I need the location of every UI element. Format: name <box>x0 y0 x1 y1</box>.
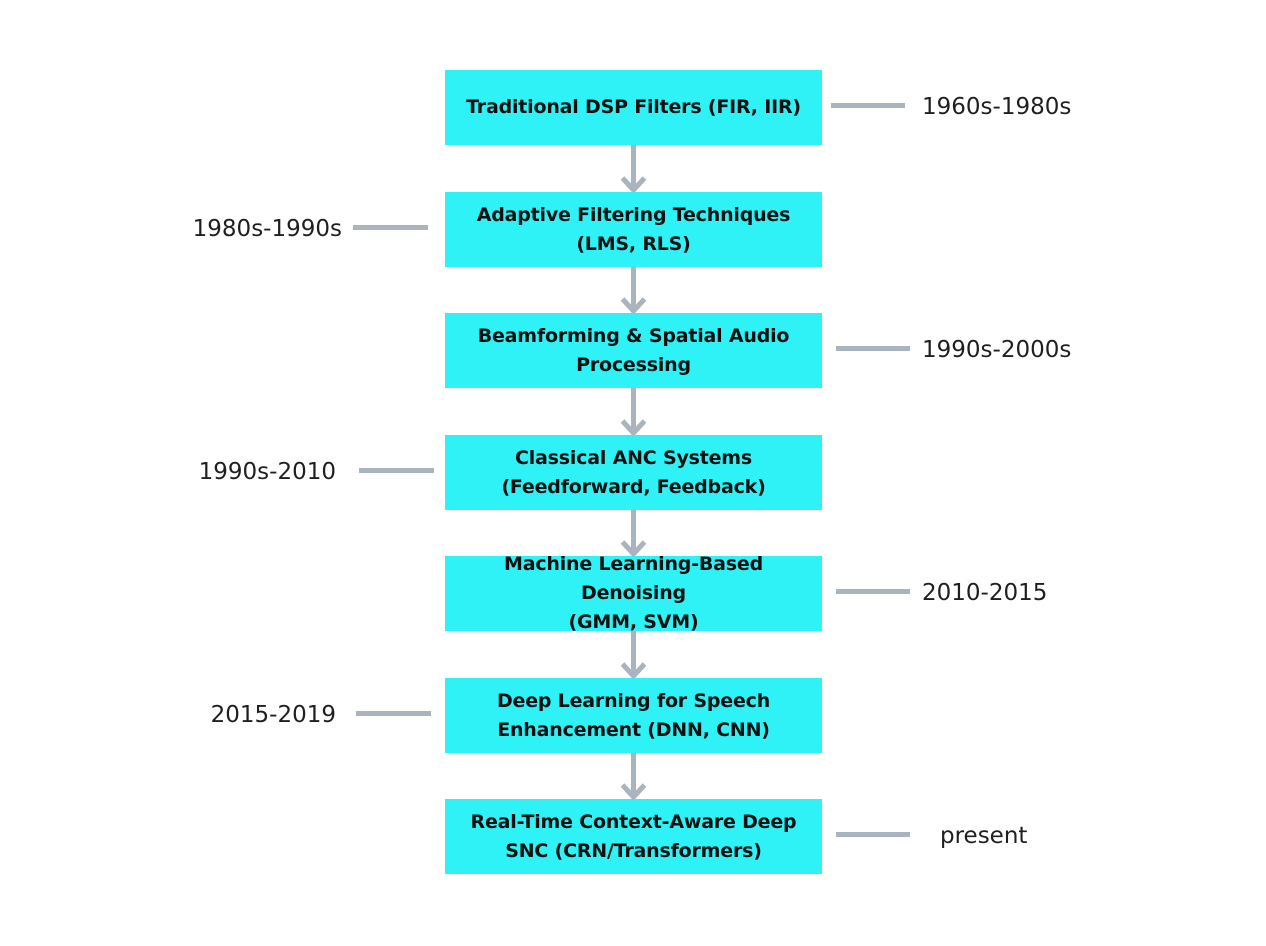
stage-box: Classical ANC Systems (Feedforward, Feedb… <box>445 435 822 510</box>
stage-label-line: (LMS, RLS) <box>576 232 691 255</box>
stage-label: Traditional DSP Filters (FIR, IIR) <box>466 93 801 122</box>
stage-label-line: Enhancement (DNN, CNN) <box>497 718 770 741</box>
stage-label-line: Deep Learning for Speech <box>496 689 771 712</box>
stage-label-line: Real-Time Context-Aware Deep <box>470 810 797 833</box>
arrowhead-icon <box>620 540 647 558</box>
stage-label-line: Beamforming & Spatial Audio <box>477 324 790 347</box>
stage-label: Machine Learning-Based Denoising (GMM, SV… <box>451 550 816 637</box>
stage-label: Adaptive Filtering Techniques (LMS, RLS) <box>476 201 791 259</box>
era-label: 2015-2019 <box>210 701 336 728</box>
era-label: present <box>940 822 1028 849</box>
stage-label-line: (Feedforward, Feedback) <box>501 475 766 498</box>
stage-label-line: Adaptive Filtering Techniques <box>476 203 791 226</box>
era-label: 1990s-2000s <box>922 336 1072 363</box>
stage-label-line: Processing <box>576 353 691 376</box>
stage-box: Machine Learning-Based Denoising (GMM, SV… <box>445 553 822 633</box>
arrowhead-icon <box>620 419 647 437</box>
era-label: 2010-2015 <box>922 579 1048 606</box>
era-label: 1980s-1990s <box>192 215 342 242</box>
stage-label-line: SNC (CRN/Transformers) <box>505 839 762 862</box>
arrowhead-icon <box>620 176 647 194</box>
era-label: 1960s-1980s <box>922 93 1072 120</box>
stage-box: Traditional DSP Filters (FIR, IIR) <box>445 70 822 145</box>
stage-box: Adaptive Filtering Techniques (LMS, RLS) <box>445 192 822 267</box>
stage-label-line: Classical ANC Systems <box>514 446 753 469</box>
arrowhead-icon <box>620 297 647 315</box>
stage-label: Classical ANC Systems (Feedforward, Feedb… <box>501 444 765 502</box>
arrowhead-icon <box>620 662 647 680</box>
arrowhead-icon <box>620 783 647 801</box>
stage-label-line: (GMM, SVM) <box>568 611 699 633</box>
stage-label-line: Traditional DSP Filters (FIR, IIR) <box>466 96 801 118</box>
era-label: 1990s-2010 <box>198 458 336 485</box>
stage-label-line: Machine Learning-Based Denoising <box>504 553 763 604</box>
